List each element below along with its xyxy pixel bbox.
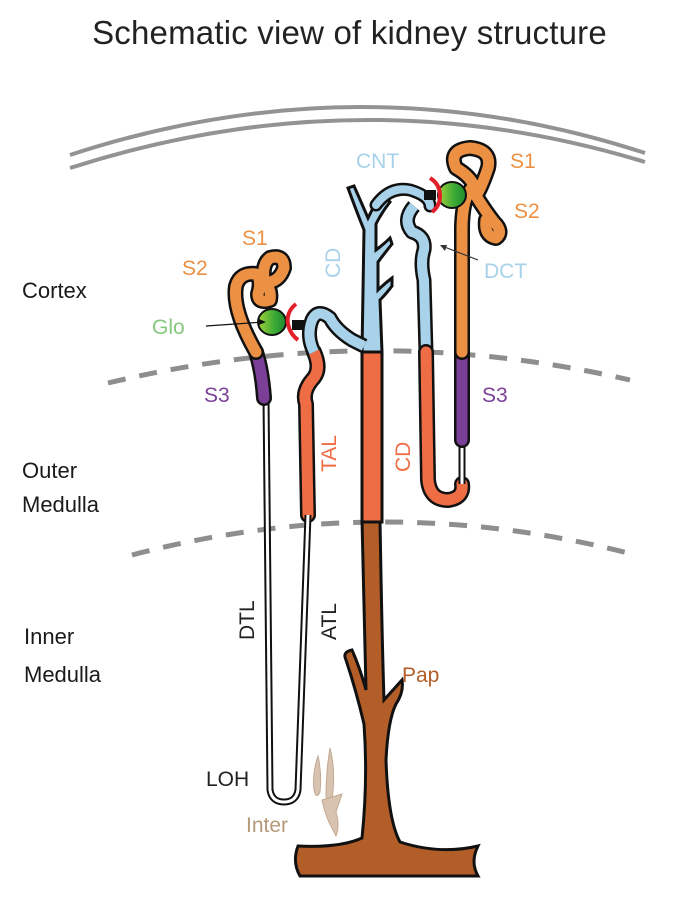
- left-afferent-arteriole: [285, 302, 300, 342]
- connecting-tubule-fill: [372, 185, 434, 210]
- right-loop-fill: [420, 346, 468, 506]
- zone-label-cortex: Cortex: [22, 278, 87, 303]
- label-atl: ATL: [318, 603, 341, 640]
- label-left-s1: S1: [242, 227, 268, 250]
- zone-label-outer-medulla: Medulla: [22, 492, 100, 517]
- right-proximal-tubule-fill: [448, 142, 505, 358]
- label-inter: Inter: [246, 814, 288, 837]
- kidney-capsule: [69, 105, 646, 170]
- interstitial-cell: [325, 747, 335, 804]
- cortical-collecting-duct: [346, 184, 394, 354]
- interstitial-cell: [321, 793, 343, 838]
- right-glomerulus-ball: [437, 181, 467, 209]
- left-glomerulus: [257, 302, 304, 342]
- medullary-collecting-duct: [360, 350, 384, 524]
- papilla: [293, 518, 481, 878]
- outer-inner-boundary: [131, 519, 629, 558]
- left-distal-tubule-fill: [304, 308, 367, 355]
- label-cd-medulla: CD: [392, 442, 415, 472]
- label-right-s2: S2: [514, 200, 540, 223]
- interstitial-cells: [313, 747, 343, 838]
- label-left-s3: S3: [204, 384, 230, 407]
- label-right-s1: S1: [510, 150, 536, 173]
- capsule-inner-line: [69, 117, 646, 170]
- label-tal: TAL: [318, 435, 341, 472]
- diagram-title: Schematic view of kidney structure: [92, 14, 607, 51]
- label-dct: DCT: [484, 260, 527, 283]
- label-right-s3: S3: [482, 384, 508, 407]
- label-pap: Pap: [402, 664, 439, 687]
- distal-convoluted-tubule-fill: [402, 202, 431, 353]
- label-loh: LOH: [206, 768, 249, 791]
- glo-pointer-arrow: [205, 321, 265, 327]
- right-afferent-arteriole: [428, 176, 443, 214]
- zone-label-outer: Outer: [22, 458, 77, 483]
- glo-arrow-head: [259, 319, 266, 325]
- left-proximal-tubule-fill: [229, 251, 290, 358]
- label-glo: Glo: [152, 316, 185, 339]
- left-tal-fill: [299, 346, 323, 521]
- label-cd-cortex: CD: [322, 248, 345, 278]
- dct-pointer-arrow: [441, 245, 479, 261]
- descending-thin-limb-fill: [264, 397, 310, 804]
- label-dtl: DTL: [236, 600, 259, 640]
- zone-label-inner-medulla: Medulla: [24, 662, 102, 687]
- label-cnt: CNT: [356, 150, 399, 173]
- zone-label-inner: Inner: [24, 624, 74, 649]
- papilla-trunk: [293, 518, 481, 878]
- right-glomerulus: [424, 176, 467, 214]
- interstitial-cell: [313, 754, 322, 796]
- label-left-s2: S2: [182, 257, 208, 280]
- left-glomerulus-stalk: [292, 320, 304, 330]
- capsule-outer-line: [69, 105, 646, 157]
- dct-arrow-head: [440, 245, 447, 251]
- right-glomerulus-stalk: [424, 190, 436, 200]
